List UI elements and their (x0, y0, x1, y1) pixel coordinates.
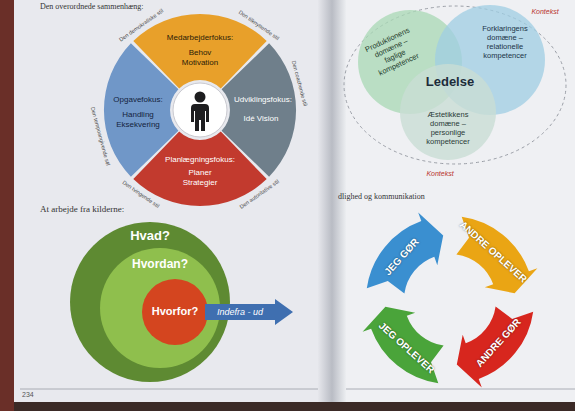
heading-label: Den overordnede sammenhæng: (40, 2, 144, 12)
middle-circle: Hvordan? Hvorfor? (100, 248, 220, 368)
node-text: Hvad? (130, 228, 170, 244)
cycle-arrow-shape (434, 204, 546, 316)
footer-rule (20, 389, 318, 390)
heading-label: At arbejde fra kilderne: (40, 204, 124, 215)
shape-outline (142, 279, 208, 345)
cycle-arrow-shape (354, 284, 466, 396)
heading-label: 234 (22, 391, 34, 399)
shape-outline (104, 43, 178, 176)
inner-circle: Hvorfor? (142, 279, 208, 345)
cycle-arrow: ANDRE GØR (434, 284, 546, 396)
shape-outline (367, 213, 443, 294)
node-text: Udviklingsfokus: (234, 95, 292, 105)
shape-outline (70, 222, 230, 382)
direction-arrow: Indefra - ud (205, 297, 295, 327)
cycle-arrow: ANDRE OPLEVER (434, 204, 546, 316)
node-text: Handling Eksekvering (113, 110, 163, 129)
node-text: Indefra - ud (217, 307, 263, 318)
node-text: Æstetikkens domæne – personlige kompeten… (415, 110, 481, 146)
person-icon (191, 104, 209, 131)
node-text: Opgavefokus: (113, 95, 162, 105)
shape-outline (344, 6, 566, 164)
shape-outline (100, 248, 220, 368)
shape-outline (456, 217, 537, 293)
node-text: Medarbejderfokus: (167, 33, 233, 43)
node-text: Idé Vision (244, 114, 279, 124)
node-text: Kontekst (426, 170, 453, 178)
heading-label: dlighed og kommunikation (338, 192, 425, 202)
cycle-arrow-shape (354, 204, 466, 316)
shape-outline (363, 307, 444, 383)
shape-outline (400, 64, 496, 160)
footer-rule (346, 389, 575, 390)
node-text: Kontekst (531, 8, 558, 16)
cycle-arrow-shape (434, 284, 546, 396)
cycle-arrow: JEG OPLEVER (354, 284, 466, 396)
node-text: Planlægningsfokus: (165, 155, 235, 165)
left-page (14, 0, 332, 402)
shape-outline (457, 306, 533, 387)
note-label: Ledelse (426, 74, 474, 90)
node-text: Behov Motivation (175, 48, 225, 67)
right-page (332, 0, 575, 402)
outer-circle: Hvad? Hvordan? Hvorfor? (70, 222, 230, 382)
shape-outline (205, 299, 293, 325)
node-text: Planer Strategier (173, 168, 228, 187)
center-disc (173, 83, 227, 137)
desk-edge (0, 0, 14, 411)
person-head (195, 92, 206, 103)
node-text: Forklaringens domæne – relationelle komp… (470, 24, 540, 60)
node-text: Hvordan? (132, 257, 188, 271)
cycle-arrow: JEG GØR (354, 204, 466, 316)
node-text: Hvorfor? (152, 305, 198, 318)
